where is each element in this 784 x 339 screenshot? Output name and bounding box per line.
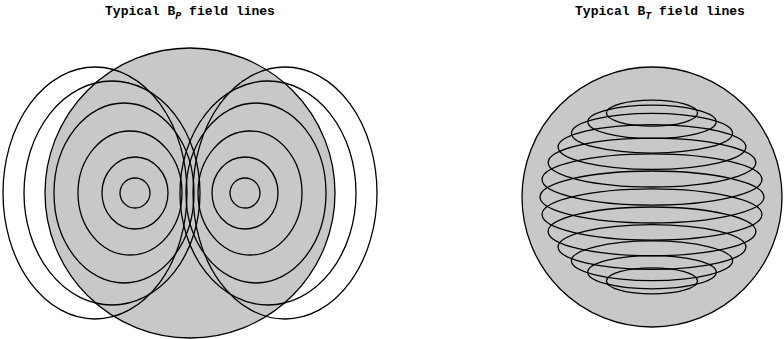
title-text: field lines <box>189 4 275 19</box>
poloidal-field-line <box>78 131 182 255</box>
title-text: Typical B <box>575 4 645 19</box>
poloidal-field-line <box>212 157 278 229</box>
poloidal-field-line <box>54 103 194 283</box>
title-text: field lines <box>659 4 745 19</box>
panel-title: Typical BPfield lines <box>105 4 275 19</box>
toroidal-field-line <box>542 154 762 205</box>
toroidal-field-line <box>606 268 697 294</box>
star-disc <box>45 48 335 338</box>
toroidal-field-line <box>571 113 732 153</box>
poloidal-field-line <box>180 81 356 305</box>
poloidal-field-line <box>120 178 150 208</box>
poloidal-field-line <box>102 157 168 229</box>
toroidal-field-line <box>548 138 756 187</box>
subscript: T <box>645 11 651 22</box>
star-disc <box>522 67 782 327</box>
poloidal-field-line <box>24 81 200 305</box>
poloidal-field-line <box>193 67 377 319</box>
toroidal-field-line <box>558 225 746 270</box>
title-text: Typical B <box>105 4 175 19</box>
star-outline <box>45 48 335 338</box>
poloidal-field-line <box>230 178 260 208</box>
toroidal-field-line <box>571 241 732 281</box>
subscript: P <box>175 11 181 22</box>
poloidal-field-line <box>186 103 326 283</box>
toroidal-field-line <box>588 105 716 138</box>
toroidal-field-line <box>558 125 746 170</box>
panel-title: Typical BTfield lines <box>575 4 745 19</box>
toroidal-field-line <box>548 207 756 256</box>
poloidal-field-line <box>3 67 187 319</box>
poloidal-field-line <box>198 131 302 255</box>
